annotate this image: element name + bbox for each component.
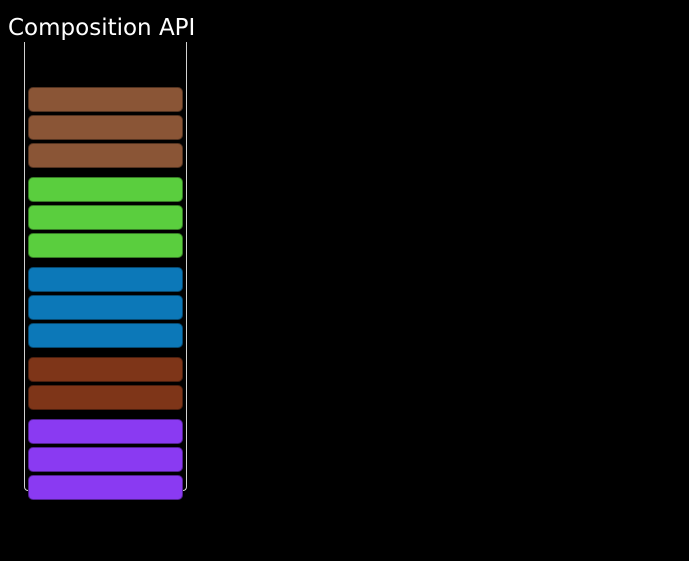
composition-block	[28, 87, 183, 112]
group-brown	[28, 87, 183, 168]
composition-block	[28, 419, 183, 444]
composition-block	[28, 143, 183, 168]
composition-block	[28, 177, 183, 202]
composition-block	[28, 323, 183, 348]
composition-block	[28, 447, 183, 472]
group-rust	[28, 357, 183, 410]
group-blue	[28, 267, 183, 348]
composition-block	[28, 475, 183, 500]
composition-block	[28, 267, 183, 292]
group-purple	[28, 419, 183, 500]
diagram-title: Composition API	[8, 15, 196, 41]
group-green	[28, 177, 183, 258]
composition-block	[28, 295, 183, 320]
composition-container	[24, 42, 187, 500]
block-groups	[28, 87, 183, 509]
composition-block	[28, 115, 183, 140]
composition-block	[28, 233, 183, 258]
composition-block	[28, 205, 183, 230]
composition-block	[28, 357, 183, 382]
composition-block	[28, 385, 183, 410]
